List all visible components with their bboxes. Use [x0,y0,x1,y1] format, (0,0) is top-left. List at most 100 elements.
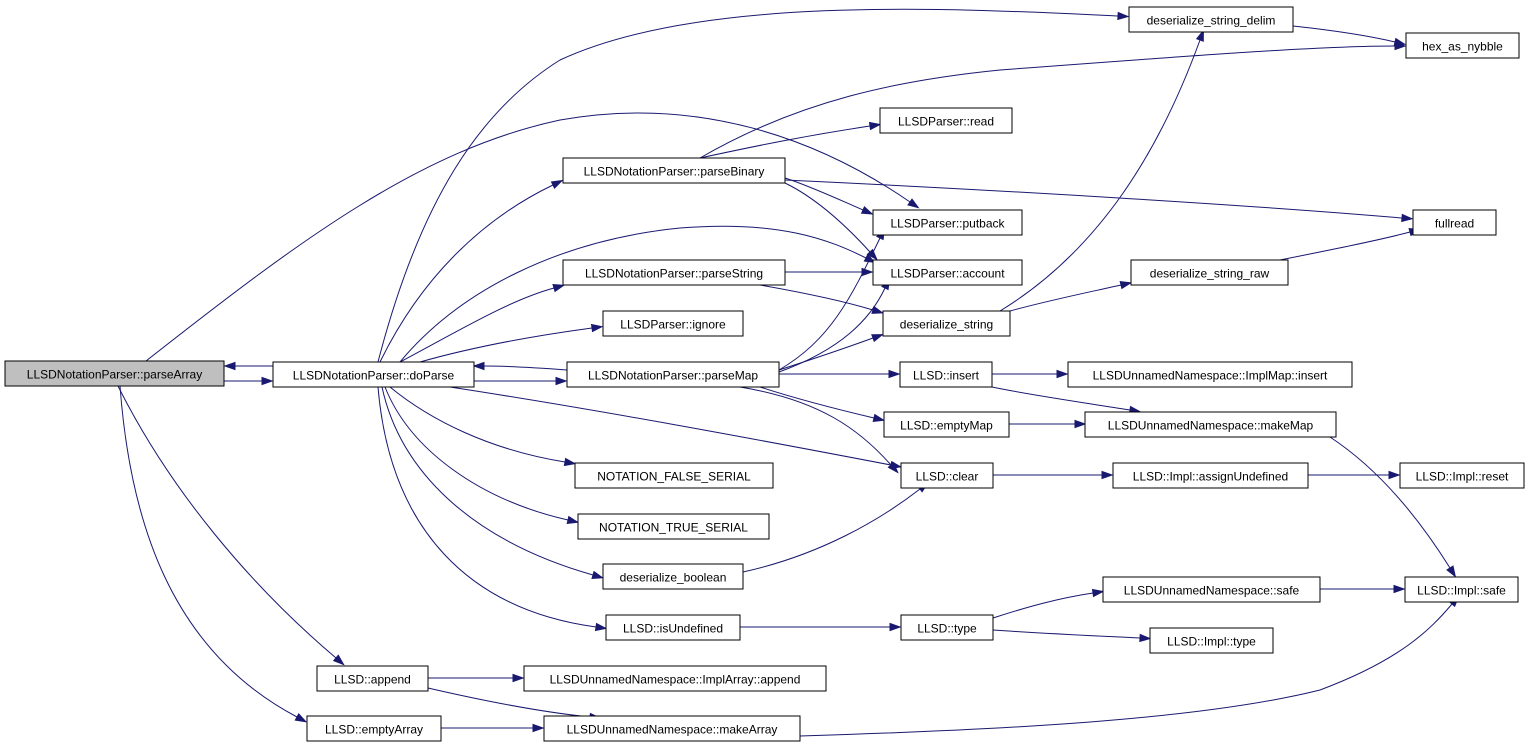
arrowhead-icon [1119,281,1133,290]
edge-insert-to-makeMap [991,386,1142,415]
node-box [306,715,442,742]
edge-parseMap-to-emptyMap [759,386,886,422]
arrowhead-icon [907,198,920,209]
node-false-serial[interactable]: NOTATION_FALSE_SERIAL [574,462,774,489]
edge-parseString-to-account [785,267,874,277]
edge-line [742,488,921,573]
node-label: LLSD::type [917,622,977,636]
node-box [316,665,429,692]
node-label: LLSD::insert [913,369,980,383]
arrowhead-icon [552,284,566,293]
node-clear[interactable]: LLSD::clear [900,462,994,489]
node-parseArray[interactable]: LLSDNotationParser::parseArray [4,360,225,387]
edge-line [799,603,1453,737]
node-label: LLSD::append [334,673,411,687]
arrowhead-icon [887,461,899,474]
node-deserialize-string[interactable]: deserialize_string [882,310,1011,337]
node-deserialize-string-raw[interactable]: deserialize_string_raw [1130,259,1289,286]
node-label: NOTATION_TRUE_SERIAL [599,521,748,535]
edge-line [699,125,871,159]
arrowhead-icon [332,654,345,666]
node-deserialize-string-delim[interactable]: deserialize_string_delim [1128,6,1294,33]
arrowhead-icon [261,376,274,386]
arrowhead-icon [532,723,545,733]
node-box [882,310,1011,337]
node-box [562,259,786,286]
node-label: LLSDParser::putback [890,217,1005,231]
arrowhead-icon [550,179,564,189]
node-read[interactable]: LLSDParser::read [879,107,1013,134]
arrowhead-icon [594,622,608,632]
node-impl-type[interactable]: LLSD::Impl::type [1149,627,1274,654]
node-makeMap[interactable]: LLSDUnnamedNamespace::makeMap [1084,411,1337,438]
node-box [1399,462,1525,489]
node-assignUndefined[interactable]: LLSD::Impl::assignUndefined [1112,462,1309,489]
edge-line [483,365,568,371]
edge-doParse-to-clear [449,386,903,469]
node-label: LLSDNotationParser::parseString [585,267,763,281]
arrowhead-icon [868,121,882,131]
edge-parseArray-to-emptyArray [119,385,308,723]
edge-line [379,184,554,363]
node-label: deserialize_string [900,318,993,332]
node-parseMap[interactable]: LLSDNotationParser::parseMap [566,361,780,388]
edge-deserialize_string_delim-to-hex_as_nybble [1292,25,1407,46]
node-append[interactable]: LLSD::append [316,665,429,692]
node-label: LLSDUnnamedNamespace::ImplMap::insert [1093,369,1328,383]
node-impl-reset[interactable]: LLSD::Impl::reset [1399,462,1525,489]
node-ignore[interactable]: LLSDParser::ignore [602,310,744,337]
edge-line [1329,436,1451,569]
node-parseBinary[interactable]: LLSDNotationParser::parseBinary [562,157,786,184]
node-box [272,361,475,388]
node-unnamed-safe[interactable]: LLSDUnnamedNamespace::safe [1102,576,1321,603]
edge-line [759,386,875,419]
node-label: LLSDUnnamedNamespace::ImplArray::append [550,673,801,687]
node-hex-as-nybble[interactable]: hex_as_nybble [1405,32,1520,59]
node-emptyArray[interactable]: LLSD::emptyArray [306,715,442,742]
node-box [872,209,1023,236]
node-account[interactable]: LLSDParser::account [872,259,1023,286]
node-label: LLSDNotationParser::doParse [293,369,455,383]
node-label: LLSD::Impl::type [1167,635,1256,649]
node-insert[interactable]: LLSD::insert [899,361,993,388]
node-box [899,361,993,388]
node-box [566,361,780,388]
node-box [543,715,801,742]
edge-line [381,386,594,576]
arrowhead-icon [1393,584,1406,594]
node-label: NOTATION_FALSE_SERIAL [597,470,751,484]
node-box [1149,627,1274,654]
edge-line [427,687,591,718]
node-box [577,513,770,540]
arrowhead-icon [1091,588,1105,598]
node-label: deserialize_boolean [620,571,727,585]
node-makeArray[interactable]: LLSDUnnamedNamespace::makeArray [543,715,801,742]
node-deserialize-boolean[interactable]: deserialize_boolean [602,563,744,590]
edge-assignUndefined-to-impl_reset [1308,470,1401,480]
node-emptyMap[interactable]: LLSD::emptyMap [883,411,1010,438]
edge-parseBinary-to-account [784,182,878,261]
node-fullread[interactable]: fullread [1412,209,1497,236]
node-implarray-append[interactable]: LLSDUnnamedNamespace::ImplArray::append [523,665,827,692]
node-implmap-insert[interactable]: LLSDUnnamedNamespace::ImplMap::insert [1067,361,1353,388]
arrowhead-icon [1101,470,1114,480]
arrowhead-icon [871,305,885,314]
node-label: LLSDParser::ignore [620,318,726,332]
node-box [872,259,1023,286]
edge-insert-to-implmap_insert [992,369,1069,379]
edge-deserialize_string-to-deserialize_string_delim [999,29,1204,312]
node-parseString[interactable]: LLSDNotationParser::parseString [562,259,786,286]
node-llsd-type[interactable]: LLSD::type [900,614,994,641]
edge-doParse-to-parseArray [223,361,273,371]
node-impl-safe[interactable]: LLSD::Impl::safe [1404,576,1519,603]
edge-line [759,284,874,311]
edge-parseArray-to-putback [145,112,920,362]
node-putback[interactable]: LLSDParser::putback [872,209,1023,236]
edge-makeMap-to-impl_safe [1329,436,1457,578]
node-label: LLSDNotationParser::parseArray [27,368,202,382]
arrowhead-icon [1401,213,1414,223]
arrowhead-icon [860,205,874,215]
node-true-serial[interactable]: NOTATION_TRUE_SERIAL [577,513,770,540]
node-isUndefined[interactable]: LLSD::isUndefined [605,614,741,641]
node-doParse[interactable]: LLSDNotationParser::doParse [272,361,475,388]
